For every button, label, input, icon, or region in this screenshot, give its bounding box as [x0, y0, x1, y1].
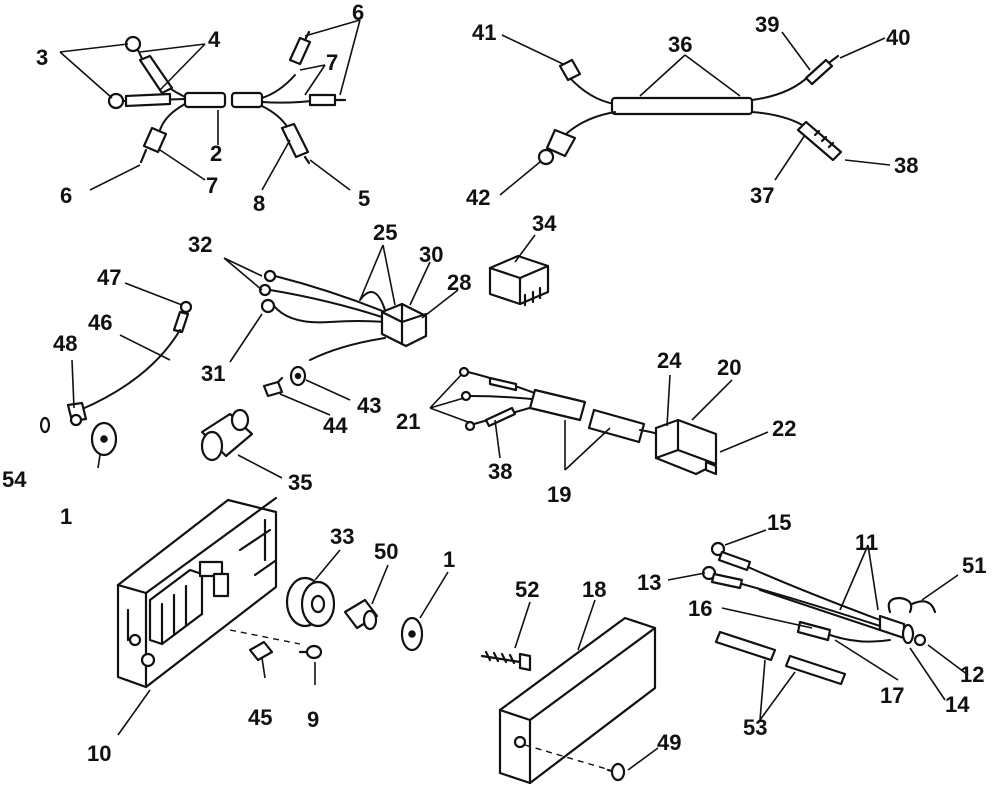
sleeve-36 — [610, 96, 754, 116]
callout-52: 52 — [515, 577, 539, 602]
callout-20: 20 — [717, 355, 741, 380]
callout-46: 46 — [88, 310, 112, 335]
callout-45: 45 — [248, 705, 272, 730]
harness-top-right — [537, 54, 843, 166]
callout-14: 14 — [945, 692, 970, 717]
harness-right-center — [458, 366, 718, 476]
callout-32: 32 — [188, 232, 212, 257]
connector-30 — [380, 302, 428, 348]
callout-24: 24 — [657, 348, 682, 373]
callout-54: 54 — [2, 467, 27, 492]
callout-43: 43 — [357, 393, 381, 418]
callout-7-bottom: 7 — [206, 173, 218, 198]
sleeve-left — [183, 91, 227, 109]
callout-19: 19 — [547, 482, 571, 507]
ring-terminal-lower — [107, 92, 125, 110]
callout-35: 35 — [288, 470, 312, 495]
callout-7-top: 7 — [326, 50, 338, 75]
callout-38-mid: 38 — [488, 459, 512, 484]
callout-36: 36 — [668, 32, 692, 57]
bushing-50 — [343, 598, 379, 630]
callout-5: 5 — [358, 186, 370, 211]
callout-51: 51 — [962, 553, 986, 578]
parts-43-44 — [262, 365, 307, 398]
ring-terminal-42 — [537, 148, 555, 166]
screw-49 — [610, 762, 626, 782]
callout-6-top: 6 — [352, 0, 364, 25]
cover-18 — [480, 616, 657, 785]
callout-11: 11 — [855, 530, 878, 555]
callout-16: 16 — [688, 596, 712, 621]
sleeve-right — [230, 91, 264, 109]
relay-34 — [488, 254, 550, 307]
callout-25: 25 — [373, 220, 397, 245]
sleeve-17 — [796, 620, 832, 642]
sleeve-19a — [528, 388, 587, 422]
callout-31: 31 — [201, 361, 225, 386]
callout-30: 30 — [419, 242, 443, 267]
callout-39: 39 — [755, 12, 779, 37]
callout-21: 21 — [396, 409, 420, 434]
callout-1-right: 1 — [443, 547, 455, 572]
callout-49: 49 — [657, 730, 681, 755]
callout-4: 4 — [208, 27, 221, 52]
callout-38-top: 38 — [894, 153, 918, 178]
ring-terminal-upper — [124, 35, 142, 53]
callout-3: 3 — [36, 45, 48, 70]
harness-right — [701, 541, 937, 686]
callout-28: 28 — [447, 270, 471, 295]
harness-top-left — [107, 30, 347, 165]
leader-lines — [59, 19, 969, 771]
callout-34: 34 — [532, 211, 557, 236]
harness-middle — [258, 269, 428, 361]
callout-labels: 3 4 6 7 2 6 7 8 5 41 36 39 40 38 37 42 3… — [2, 0, 986, 766]
callout-33: 33 — [330, 524, 354, 549]
callout-41: 41 — [472, 20, 496, 45]
connector-41 — [558, 58, 582, 82]
callout-42: 42 — [466, 185, 490, 210]
callout-17: 17 — [880, 683, 904, 708]
callout-18: 18 — [582, 577, 606, 602]
module-box-10 — [116, 496, 278, 689]
callout-40: 40 — [886, 25, 910, 50]
clip-45 — [248, 640, 274, 662]
callout-2: 2 — [210, 141, 222, 166]
callout-37: 37 — [750, 183, 774, 208]
callout-1-left: 1 — [60, 504, 72, 529]
boot-35 — [200, 408, 254, 462]
callout-6-bottom: 6 — [60, 183, 72, 208]
callout-9: 9 — [307, 707, 319, 732]
screw-9 — [305, 644, 323, 660]
callout-22: 22 — [772, 416, 796, 441]
callout-13: 13 — [637, 570, 661, 595]
callout-15: 15 — [767, 510, 791, 535]
callout-47: 47 — [97, 265, 121, 290]
ground-strap — [39, 300, 193, 457]
bolt-52 — [518, 652, 532, 672]
sleeve-53a — [714, 630, 777, 662]
callout-10: 10 — [87, 741, 111, 766]
callout-48: 48 — [53, 331, 77, 356]
callout-8: 8 — [253, 191, 265, 216]
callout-44: 44 — [323, 413, 348, 438]
callout-50: 50 — [374, 539, 398, 564]
callout-53: 53 — [743, 715, 767, 740]
sleeve-53b — [784, 654, 847, 686]
sleeve-19b — [587, 408, 646, 444]
parts-33-50-1-45-9 — [229, 576, 424, 662]
callout-12: 12 — [960, 662, 984, 687]
